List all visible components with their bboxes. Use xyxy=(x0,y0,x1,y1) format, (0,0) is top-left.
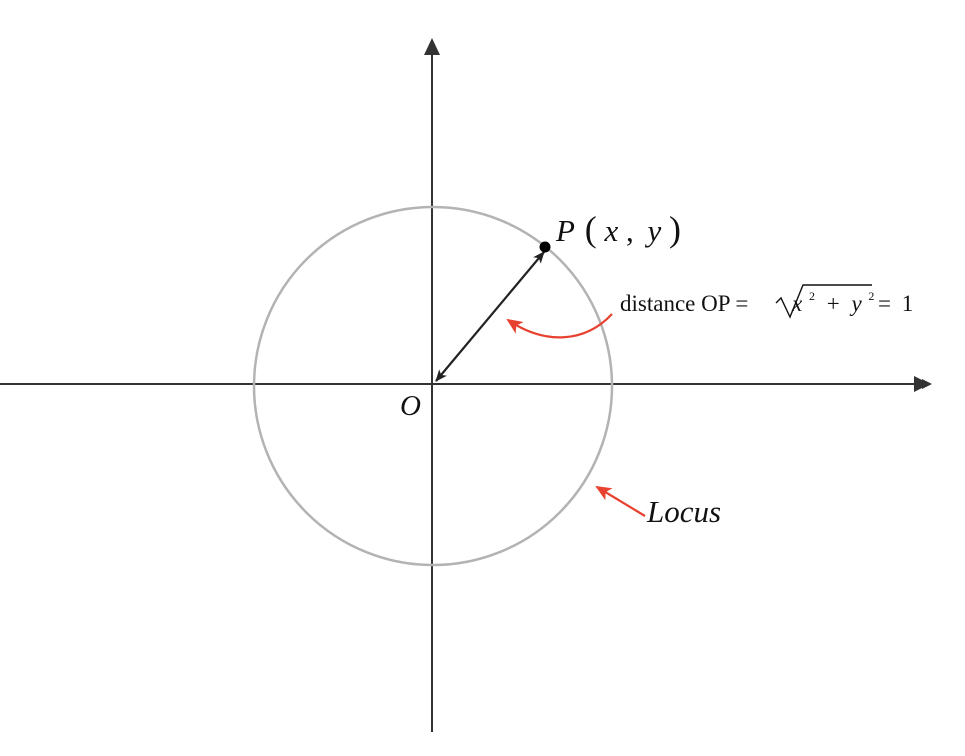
sqrt-sign-icon xyxy=(775,284,872,319)
distance-formula-prefix: distance OP = xyxy=(620,291,748,316)
distance-formula-radicand: x 2 + y 2 xyxy=(791,280,874,316)
y-axis-arrow-icon xyxy=(424,38,440,55)
point-p-dot xyxy=(539,241,551,253)
locus-callout-arrow xyxy=(595,485,646,517)
locus-label: Locus xyxy=(646,494,721,529)
distance-formula-result: = 1 xyxy=(878,291,913,316)
point-p-label: P ( x , y ) xyxy=(555,209,681,249)
locus-circle xyxy=(252,205,614,567)
radius-op-arrow xyxy=(435,251,545,382)
x-axis-arrow-icon xyxy=(914,376,930,392)
origin-label: O xyxy=(400,390,421,422)
distance-callout-arrow xyxy=(506,313,613,339)
